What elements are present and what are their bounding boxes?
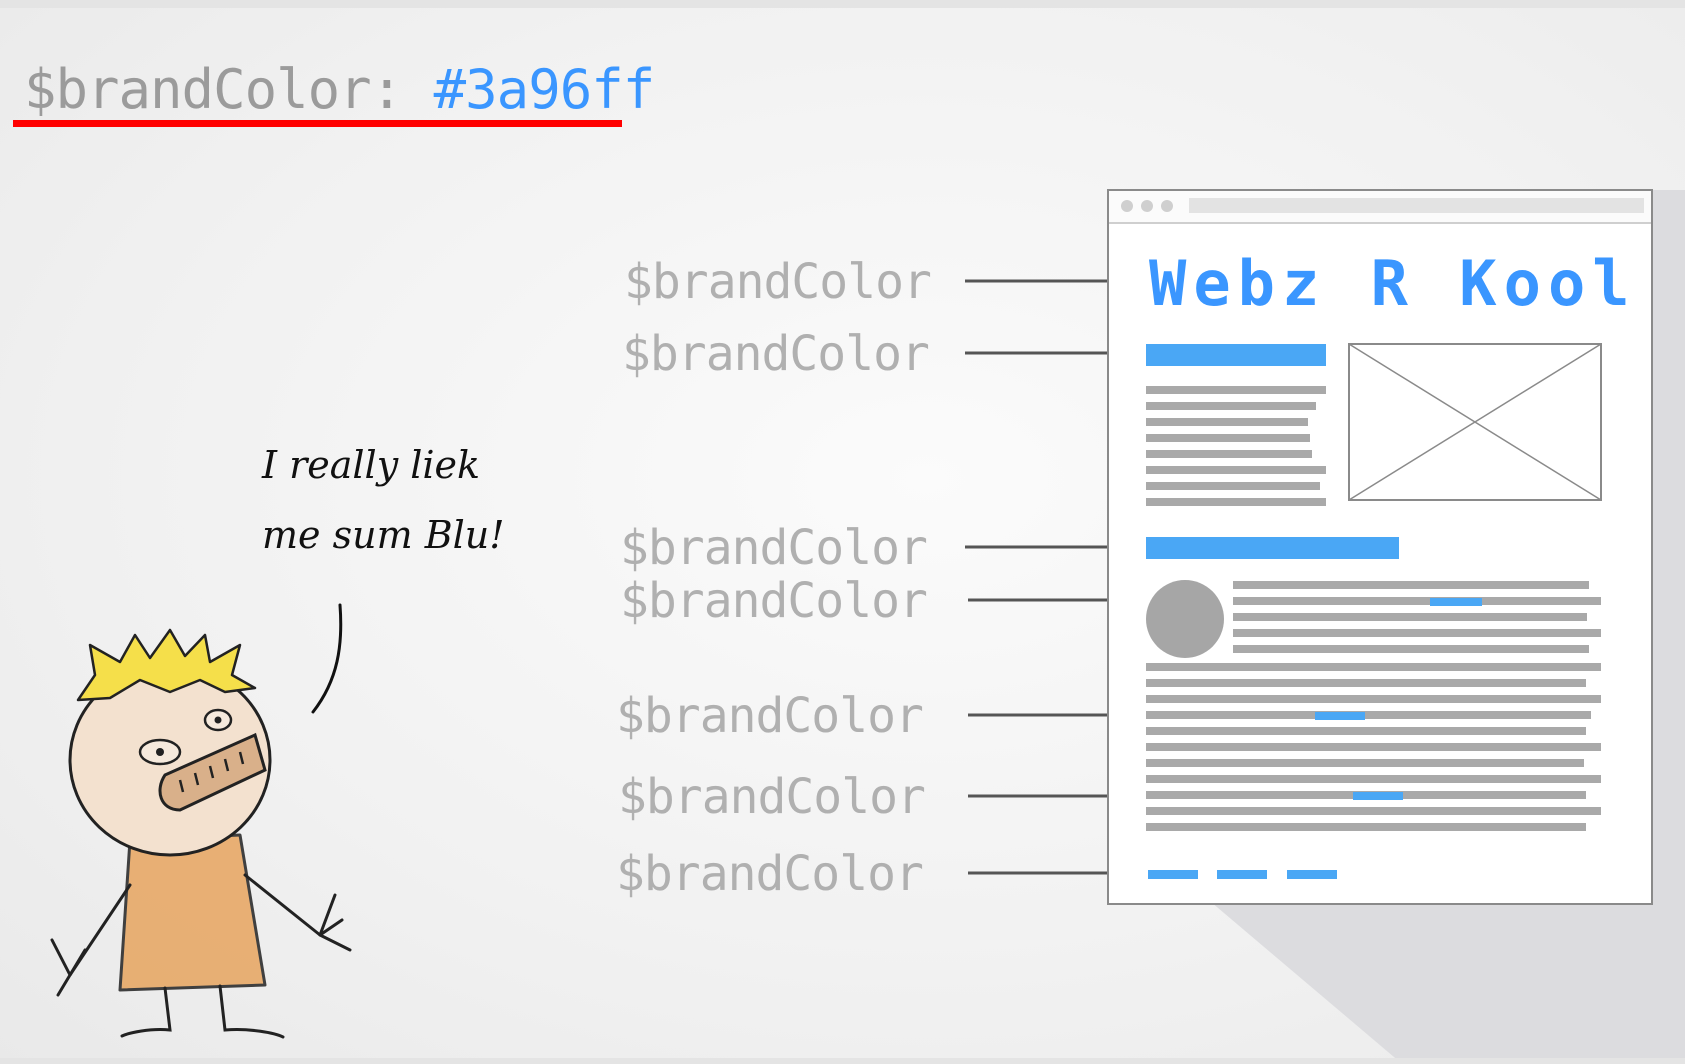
leader-line [968, 871, 1130, 875]
text-line [1233, 613, 1587, 621]
callout-label-inline-link-2: $brandColor [616, 688, 924, 744]
text-line [1233, 629, 1601, 637]
speech-line-1: I really liek [261, 443, 480, 487]
image-placeholder [1348, 343, 1602, 501]
text-line [1146, 386, 1326, 394]
text-line [1146, 434, 1310, 442]
text-line [1146, 727, 1586, 735]
callout-label-section-heading-2: $brandColor [620, 520, 928, 576]
text-line [1233, 597, 1601, 605]
section-heading-2 [1146, 537, 1399, 559]
inline-link-1 [1430, 598, 1482, 606]
variable-value: #3a96ff [433, 58, 656, 121]
callout-label-site-title: $brandColor [624, 254, 932, 310]
address-bar [1189, 198, 1644, 213]
speech-line-2: me sum Blu! [262, 513, 505, 557]
text-line [1146, 775, 1601, 783]
text-line [1233, 581, 1589, 589]
variable-name: $brandColor: [24, 58, 403, 121]
text-line [1146, 482, 1320, 490]
inline-link-3 [1353, 792, 1403, 800]
leader-line [965, 545, 1135, 549]
text-line [1146, 823, 1586, 831]
pagination-dash [1217, 870, 1267, 879]
webpage-wireframe: Webz R Kool [1107, 189, 1653, 905]
leader-line [965, 351, 1135, 355]
text-line [1146, 807, 1601, 815]
browser-chrome [1109, 191, 1651, 224]
variable-declaration: $brandColor: #3a96ff [24, 58, 656, 121]
bottom-edge [0, 1058, 1685, 1064]
text-line [1146, 418, 1308, 426]
callout-label-inline-link-1: $brandColor [620, 573, 928, 629]
red-underline [13, 120, 622, 127]
text-line [1146, 498, 1326, 506]
section-heading-1 [1146, 344, 1326, 366]
window-dot [1141, 200, 1153, 212]
window-dot [1121, 200, 1133, 212]
text-line [1146, 663, 1601, 671]
text-line [1146, 466, 1326, 474]
callout-label-section-heading-1: $brandColor [622, 326, 930, 382]
text-line [1146, 743, 1601, 751]
text-line [1146, 679, 1586, 687]
text-line [1146, 402, 1316, 410]
text-line [1146, 695, 1601, 703]
top-edge [0, 0, 1685, 8]
text-line [1146, 759, 1584, 767]
site-title: Webz R Kool [1149, 247, 1637, 320]
speech-pointer [311, 603, 343, 714]
text-line [1146, 711, 1591, 719]
cartoon-character: I really liek me sum Blu! [50, 443, 505, 1039]
inline-link-2 [1315, 712, 1365, 720]
character-figure [50, 628, 352, 1039]
avatar-placeholder [1146, 580, 1224, 658]
window-dot [1161, 200, 1173, 212]
leader-line [965, 279, 1135, 283]
text-line [1146, 450, 1312, 458]
callout-label-inline-link-3: $brandColor [618, 769, 926, 825]
text-line [1233, 645, 1589, 653]
pagination-dash [1148, 870, 1198, 879]
callout-label-pagination: $brandColor [616, 846, 924, 902]
pagination-dash [1287, 870, 1337, 879]
